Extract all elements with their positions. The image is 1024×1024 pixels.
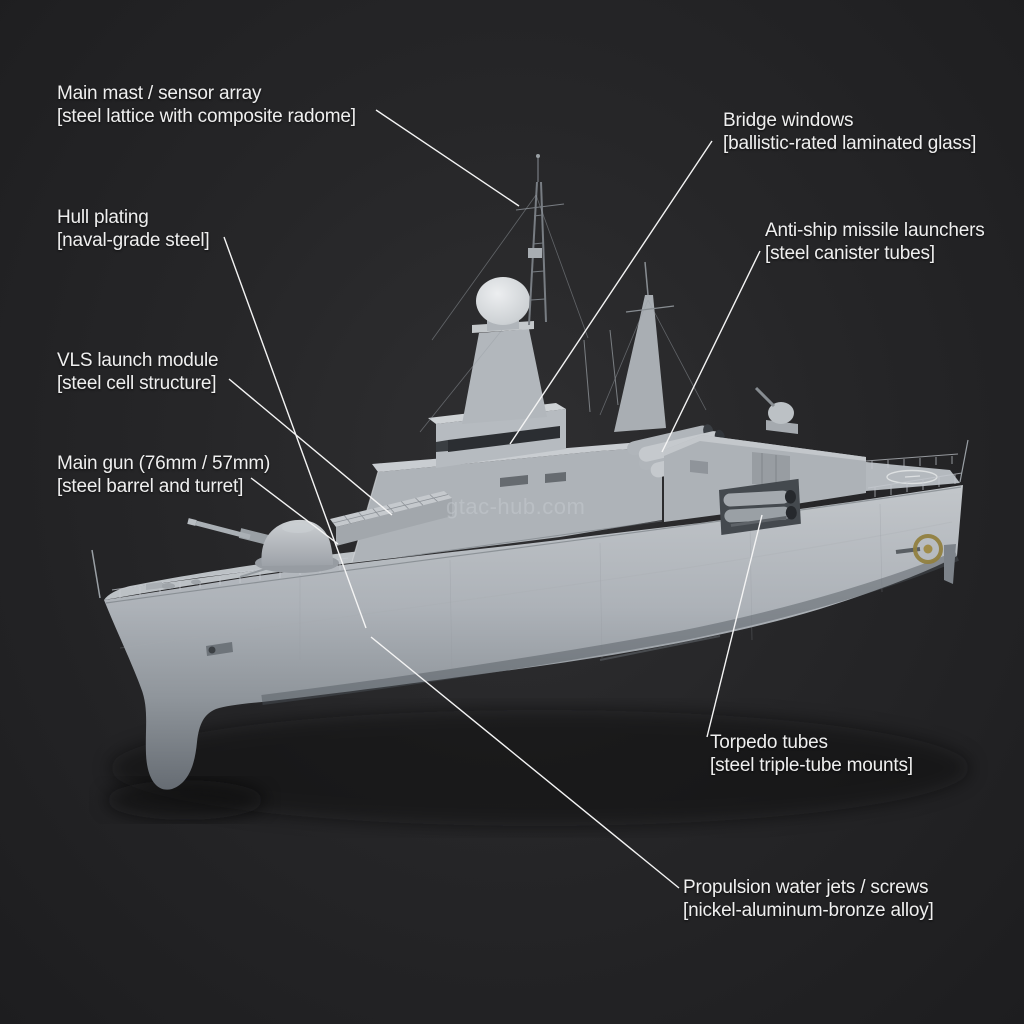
label-hull-plating: Hull plating [naval-grade steel] (57, 206, 210, 252)
label-title: Anti-ship missile launchers (765, 220, 985, 241)
leader-line-torpedo (706, 514, 763, 738)
label-title: Hull plating (57, 207, 149, 228)
watermark: gtac-hub.com (446, 494, 586, 519)
rudder (944, 544, 956, 584)
forecastle-deck (104, 547, 430, 600)
bridge-windows (448, 426, 560, 452)
label-title: Main gun (76mm / 57mm) (57, 453, 271, 474)
label-title: Propulsion water jets / screws (683, 877, 929, 898)
vls-cell-grid (332, 494, 449, 524)
leader-line-gun (250, 477, 339, 545)
ciws-turret (754, 386, 798, 434)
sheer-line (105, 486, 962, 604)
aft-mast (614, 261, 675, 432)
label-main-gun: Main gun (76mm / 57mm) [steel barrel and… (57, 452, 270, 498)
jackstaff (91, 549, 101, 599)
leader-line-missiles (661, 250, 761, 453)
ground-shadow (105, 710, 970, 826)
hull-panel-seams (299, 503, 883, 676)
label-title: Bridge windows (723, 110, 854, 131)
label-title: Torpedo tubes (710, 732, 828, 753)
propeller (913, 534, 943, 564)
label-propulsion: Propulsion water jets / screws [nickel-a… (683, 876, 934, 922)
leader-line-propulsion (370, 636, 680, 889)
vls-module (330, 491, 452, 546)
label-subtitle: [steel lattice with composite radome] (57, 106, 356, 127)
whip-antennas (583, 329, 619, 413)
leader-line-hull (223, 236, 367, 629)
label-subtitle: [steel canister tubes] (765, 243, 935, 264)
gun-barrel (195, 520, 251, 540)
label-bridge-windows: Bridge windows [ballistic-rated laminate… (723, 109, 976, 155)
label-subtitle: [nickel-aluminum-bronze alloy] (683, 900, 934, 921)
rigging-wires (419, 194, 707, 433)
propulsion (895, 534, 956, 584)
label-subtitle: [steel cell structure] (57, 373, 217, 394)
leader-line-bridge (509, 140, 713, 445)
label-main-mast: Main mast / sensor array [steel lattice … (57, 82, 356, 128)
label-subtitle: [naval-grade steel] (57, 230, 210, 251)
leader-line-vls (228, 378, 393, 516)
label-torpedo-tubes: Torpedo tubes [steel triple-tube mounts] (710, 731, 913, 777)
main-gun (187, 518, 339, 573)
label-missile-launchers: Anti-ship missile launchers [steel canis… (765, 219, 985, 265)
label-subtitle: [ballistic-rated laminated glass] (723, 133, 977, 154)
torpedo-tubes (719, 478, 801, 535)
radome (476, 277, 530, 325)
boot-top-shadow (261, 551, 959, 705)
label-vls: VLS launch module [steel cell structure] (57, 349, 219, 395)
hull (104, 485, 963, 790)
label-title: Main mast / sensor array (57, 83, 262, 104)
hull-knuckle-line (119, 521, 953, 649)
label-title: VLS launch module (57, 350, 219, 371)
stern-railing (865, 453, 963, 497)
vent-grille (690, 460, 708, 474)
ensign-staff (959, 439, 969, 483)
aft-deckhouse (664, 386, 866, 522)
anchor (206, 642, 233, 656)
bilge-keel (599, 635, 721, 661)
label-subtitle: [steel barrel and turret] (57, 476, 244, 497)
superstructure-port (500, 475, 528, 487)
gun-turret (261, 519, 333, 566)
superstructure-port (545, 472, 566, 483)
leader-line-main-mast (375, 109, 520, 207)
label-subtitle: [steel triple-tube mounts] (710, 755, 913, 776)
